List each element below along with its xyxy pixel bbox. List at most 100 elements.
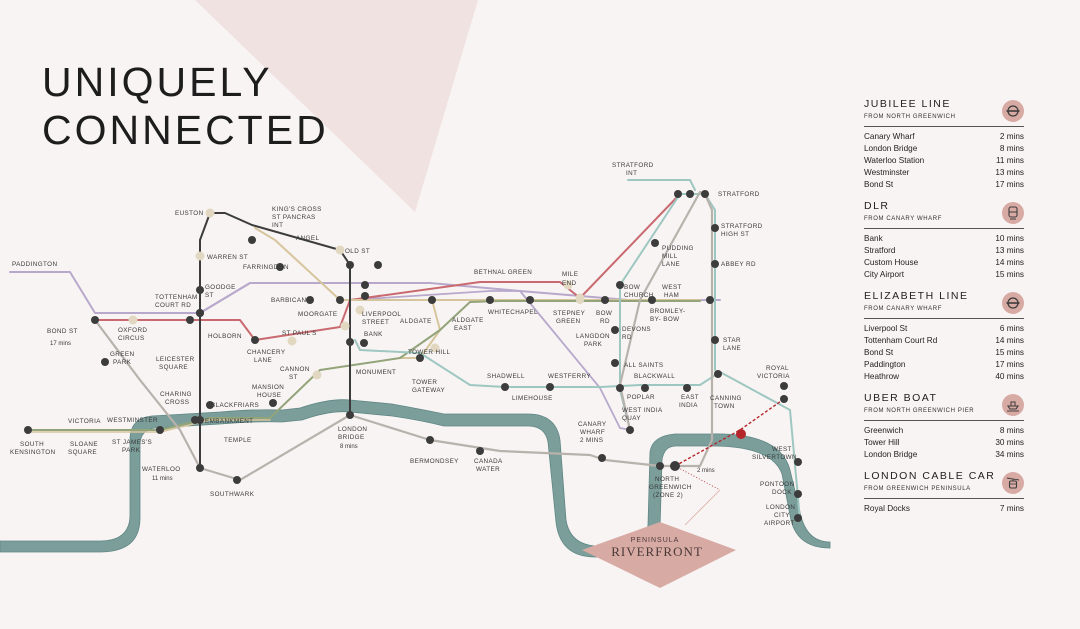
label-wharf: WHARF [580, 429, 605, 436]
label-bond-st-time: 17 mins [50, 341, 71, 347]
section-divider [864, 228, 1024, 229]
destination: Canary Wharf [864, 132, 915, 141]
label-st-pauls: ST PAUL'S [282, 330, 317, 337]
label-bromley: BROMLEY- [650, 308, 686, 315]
label-bermondsey: BERMONDSEY [410, 458, 459, 465]
section-divider [864, 498, 1024, 499]
label-canary-time: 2 MINS [580, 437, 603, 444]
label-by-bow: BY- BOW [650, 316, 680, 323]
river-thames [0, 399, 831, 558]
label-zone: (ZONE 2) [653, 492, 683, 499]
travel-time: 40 mins [995, 372, 1024, 381]
label-pontoon: PONTOON [760, 481, 795, 488]
label-warren-st: WARREN ST [207, 254, 248, 261]
label-old-st: OLD ST [345, 248, 370, 255]
label-waterloo-time: 11 mins [152, 476, 173, 482]
travel-time: 7 mins [999, 504, 1024, 513]
label-holborn: HOLBORN [208, 333, 242, 340]
label-lca-city: CITY [774, 512, 790, 519]
label-limehouse: LIMEHOUSE [512, 395, 553, 402]
label-langdon-park: PARK [584, 341, 603, 348]
peninsula-label: PENINSULA [631, 537, 680, 544]
label-water: WATER [476, 466, 500, 473]
destination: Royal Docks [864, 504, 910, 513]
elizabeth-roundel-icon [1002, 292, 1024, 314]
title-line-1: UNIQUELY [42, 59, 273, 105]
label-court-rd: COURT RD [155, 302, 191, 309]
label-westminster: WESTMINSTER [107, 417, 158, 424]
label-quay: QUAY [622, 415, 641, 422]
destination: London Bridge [864, 450, 918, 459]
destination: Westminster [864, 168, 910, 177]
label-bridge: BRIDGE [338, 434, 365, 441]
label-ham: HAM [664, 292, 679, 299]
label-aldgate-east: ALDGATE [452, 317, 484, 324]
page-title: UNIQUELY CONNECTED [42, 58, 329, 154]
label-southwark: SOUTHWARK [210, 491, 255, 498]
label-westferry: WESTFERRY [548, 373, 591, 380]
section-subtitle: FROM CANARY WHARF [864, 216, 942, 222]
label-sloane: SLOANE [70, 441, 98, 448]
label-square: SQUARE [159, 364, 188, 371]
riverfront-label: RIVERFRONT [611, 544, 703, 559]
label-poplar: POPLAR [627, 394, 655, 401]
label-bow-church: BOW [624, 284, 640, 291]
label-west-silver: WEST [772, 446, 792, 453]
label-green-park: GREEN [110, 351, 134, 358]
label-goodge: GOODGE [205, 284, 236, 291]
travel-time: 2 mins [999, 132, 1024, 141]
label-canada: CANADA [474, 458, 503, 465]
destination: Heathrow [864, 372, 900, 381]
cable-car-icon [1002, 472, 1024, 494]
label-mansion: MANSION [252, 384, 284, 391]
label-greenwich: GREENWICH [649, 484, 692, 491]
transit-map: PENINSULA RIVERFRONT PADDINGTON EUSTON K… [0, 162, 831, 588]
label-pudding: PUDDING [662, 245, 694, 252]
destination: Tower Hill [864, 438, 900, 447]
label-cannon: CANNON [280, 366, 310, 373]
label-walk-time: 2 mins [697, 468, 715, 474]
label-gateway: GATEWAY [412, 387, 446, 394]
label-blackwall: BLACKWALL [634, 373, 675, 380]
label-victoria: VICTORIA [68, 418, 101, 425]
station-dots [128, 208, 585, 380]
label-star-lane: LANE [723, 345, 741, 352]
travel-time: 11 mins [995, 156, 1024, 165]
label-waterloo: WATERLOO [142, 466, 181, 473]
label-moorgate: MOORGATE [298, 311, 337, 318]
label-bow-rd: BOW [596, 310, 612, 317]
label-monument: MONUMENT [356, 369, 396, 376]
label-abbey-rd: ABBEY RD [721, 261, 756, 268]
label-st-james: ST JAMES'S [112, 439, 152, 446]
label-park: PARK [113, 359, 132, 366]
destination: London Bridge [864, 144, 918, 153]
destination: Paddington [864, 360, 906, 369]
label-cross: CROSS [165, 399, 189, 406]
label-leicester: LEICESTER [156, 356, 195, 363]
label-canning: CANNING [710, 395, 742, 402]
travel-time: 14 mins [995, 258, 1024, 267]
label-paddington: PADDINGTON [12, 261, 57, 268]
travel-time: 13 mins [995, 246, 1024, 255]
label-west-ham: WEST [662, 284, 682, 291]
boat-icon [1002, 394, 1024, 416]
label-bond-st: BOND ST [47, 328, 78, 335]
label-lca-airport: AIRPORT [764, 520, 795, 527]
label-silvertown: SILVERTOWN [752, 454, 797, 461]
label-liverpool: LIVERPOOL [362, 311, 401, 318]
section-subtitle: FROM NORTH GREENWICH [864, 114, 956, 120]
label-embankment: EMBANKMENT [205, 418, 253, 425]
cable-car-route [674, 398, 785, 467]
title-line-2: CONNECTED [42, 107, 329, 153]
label-green: GREEN [556, 318, 580, 325]
